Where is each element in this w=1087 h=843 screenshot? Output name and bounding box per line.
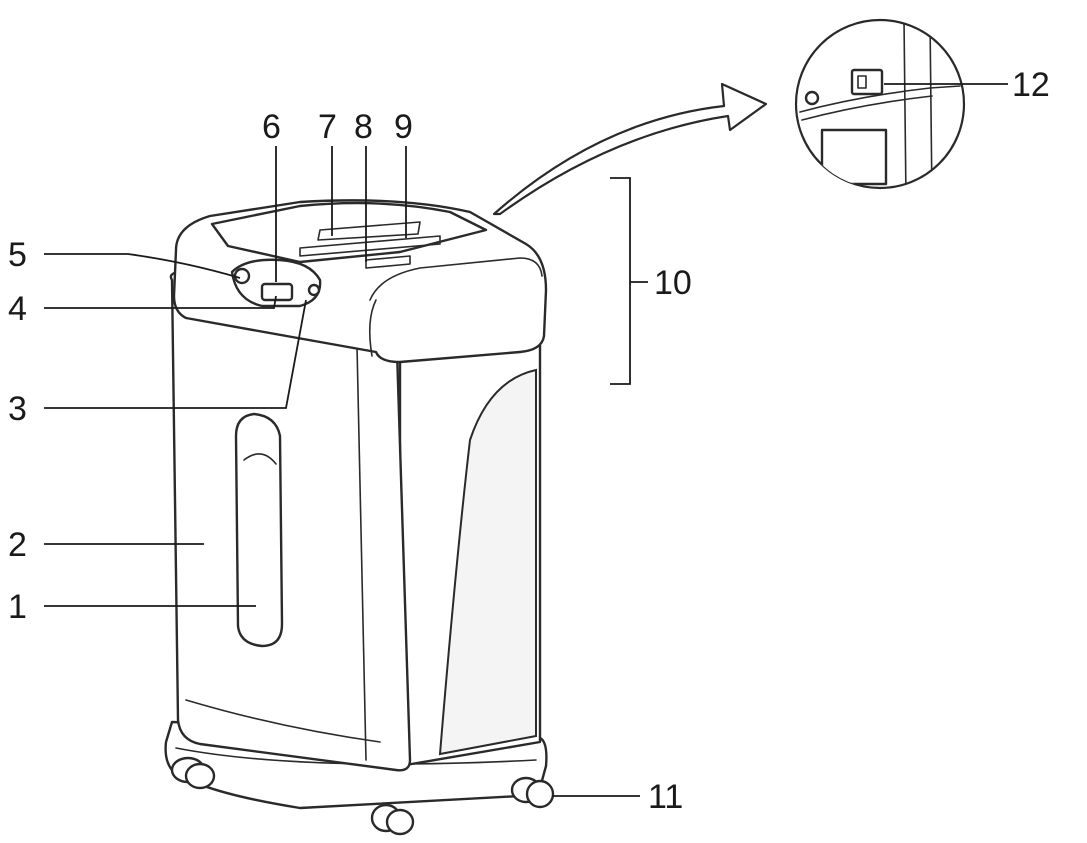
mains-switch [850,68,884,96]
callout-9: 9 [394,108,413,146]
reverse-indicator-light [233,267,251,285]
callout-7: 7 [318,108,337,146]
control-panel [230,258,322,308]
overheat-indicator-light [307,283,321,297]
callout-10: 10 [654,264,692,302]
leader-lines [44,83,1008,797]
caster-wheel-front [370,803,415,836]
side-recess [438,368,537,756]
callout-4: 4 [8,290,27,328]
caster-wheel-right [510,776,555,809]
power-switch-button [260,282,294,302]
paper-slot [299,235,441,257]
callout-12: 12 [1012,66,1050,104]
shredder-illustration [164,199,555,836]
power-switch-detail-icon [794,18,966,190]
curved-arrow-icon [492,82,768,216]
card-slot [365,255,411,269]
callout-1: 1 [8,588,27,626]
callout-6: 6 [262,108,281,146]
callout-8: 8 [354,108,373,146]
bracket-10 [610,177,631,385]
cd-slot [317,221,421,241]
callout-5: 5 [8,236,27,274]
bin-handle [234,412,284,648]
callout-3: 3 [8,390,27,428]
top-feed-plate [210,201,488,264]
callout-2: 2 [8,526,27,564]
caster-wheel-left [170,756,216,790]
callout-labels: 1 2 3 4 5 6 7 8 9 10 11 12 [8,66,1050,816]
callout-11: 11 [648,778,683,816]
